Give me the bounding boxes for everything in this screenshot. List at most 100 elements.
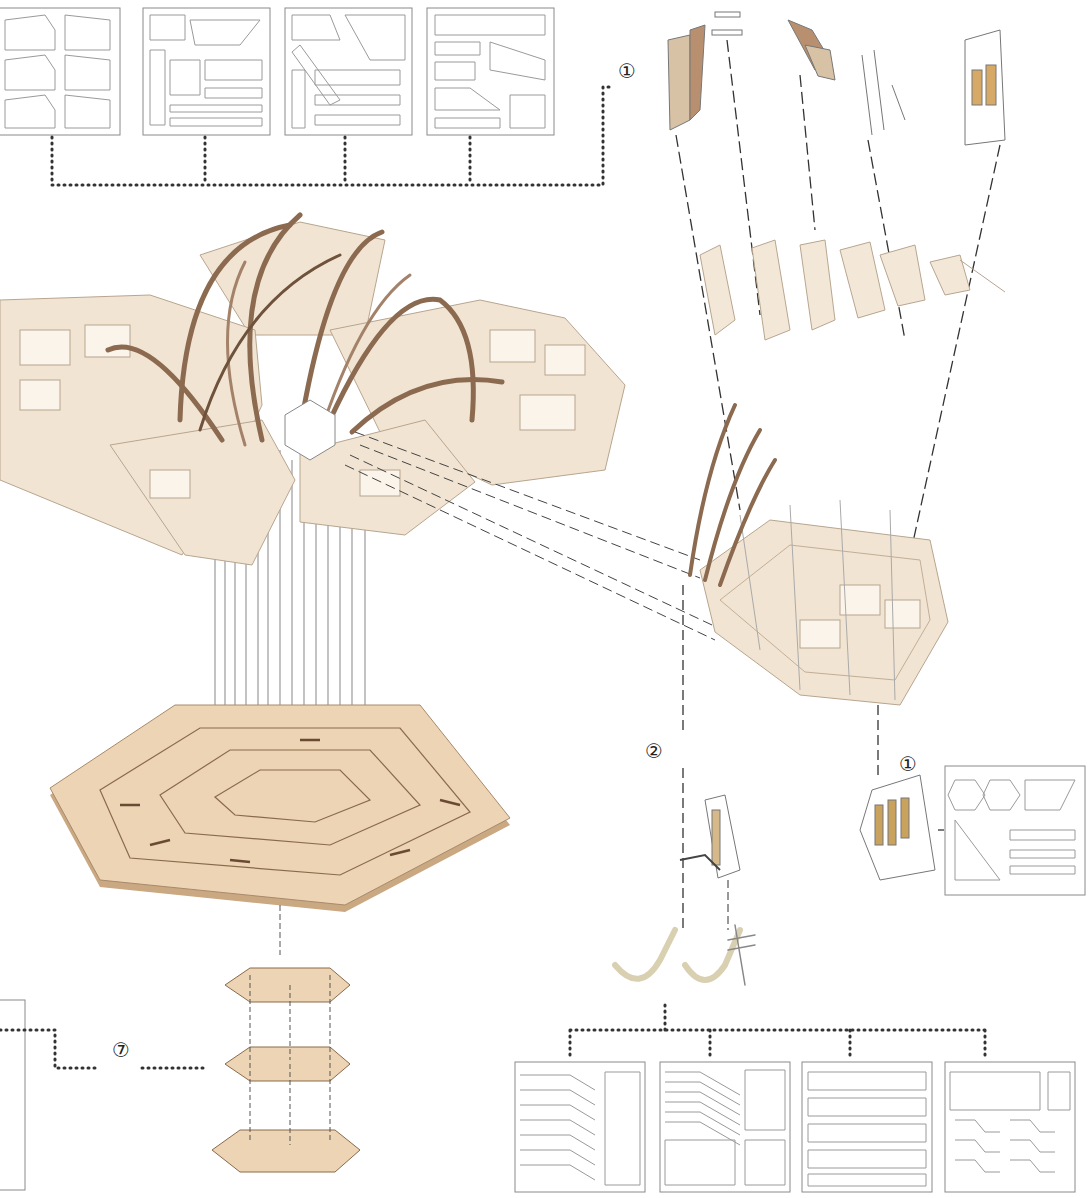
- cut-sheet: [945, 766, 1085, 895]
- component-piece: [860, 775, 935, 880]
- component-pieces: [892, 85, 905, 120]
- fin-row: [930, 255, 970, 295]
- callout-number: ②: [643, 740, 665, 762]
- fin-row: [880, 245, 925, 306]
- component-pieces: [715, 12, 740, 17]
- stacked-hex-plates: [290, 1064, 291, 1145]
- callout-number: ①: [897, 753, 919, 775]
- hex-base-plate: [150, 840, 170, 845]
- leader-line: [938, 829, 945, 830]
- cut-sheets-bottom: [945, 1062, 1075, 1192]
- hex-base-plate: [440, 800, 460, 805]
- dashed-leaders: [350, 455, 712, 625]
- hex-base-plate: [120, 804, 140, 807]
- component-pieces: [668, 35, 690, 130]
- dashed-leaders: [360, 445, 700, 578]
- dashed-leaders: [727, 40, 760, 315]
- stacked-hex-plates: [250, 975, 251, 1055]
- fin-row: [840, 242, 885, 318]
- canopy-ribs: [200, 255, 340, 430]
- roof-module: [740, 515, 760, 650]
- hex-base-plate: [100, 728, 470, 875]
- hex-base-plate: [120, 740, 460, 862]
- dashed-leaders: [800, 75, 815, 230]
- stacked-hex-plates: [212, 1130, 360, 1172]
- canopy-petals: [0, 222, 625, 565]
- canopy-petals: [20, 380, 60, 410]
- stacked-hex-plates: [250, 1055, 251, 1140]
- callout-number: ⑦: [110, 1039, 132, 1061]
- roof-module: [690, 405, 948, 705]
- roof-module: [885, 600, 920, 628]
- component-piece: [712, 810, 720, 865]
- callout-number: ①: [616, 60, 638, 82]
- dashed-leaders: [682, 585, 683, 930]
- cut-sheets-top: [0, 8, 120, 135]
- component-piece: [888, 800, 896, 845]
- component-piece: [680, 855, 720, 870]
- cut-sheets-top: [5, 15, 545, 128]
- canopy-petals: [490, 330, 535, 362]
- leader-line: [877, 705, 878, 775]
- fin-row: [700, 245, 735, 335]
- cut-sheets-top: [5, 15, 110, 128]
- component-piece: [685, 930, 740, 980]
- canopy-ribs: [352, 379, 502, 432]
- leader-line: [728, 880, 729, 930]
- cut-sheets-bottom: [950, 1072, 1070, 1172]
- stacked-hex-plates: [225, 1047, 350, 1081]
- dotted-leader: [570, 1005, 985, 1058]
- component-piece: [680, 795, 740, 878]
- canopy-ribs: [180, 225, 290, 420]
- component-piece: [875, 805, 883, 845]
- dotted-leader: [52, 87, 612, 185]
- hex-base-plate: [230, 860, 250, 862]
- central-hub: [285, 400, 335, 460]
- cut-sheets-bottom: [515, 1062, 645, 1192]
- hex-base-plate: [160, 750, 420, 845]
- fin-row: [700, 240, 1005, 340]
- cut-sheets-top: [292, 15, 405, 128]
- stacked-hex-plates: [212, 968, 360, 1172]
- leader-line: [280, 905, 281, 955]
- component-pieces: [972, 70, 982, 105]
- cut-sheets-bottom: [520, 1070, 1070, 1186]
- canopy-petals: [150, 470, 190, 498]
- canopy-petals: [20, 330, 70, 365]
- dotted-leader: [0, 1030, 205, 1068]
- roof-module: [800, 620, 840, 648]
- hex-base-plate: [50, 705, 510, 905]
- canopy-petals: [545, 345, 585, 375]
- fin-row: [800, 240, 835, 330]
- roof-module: [740, 500, 895, 700]
- cut-sheets-bottom: [665, 1070, 785, 1185]
- stacked-hex-plates: [290, 985, 291, 1060]
- fin-row: [960, 260, 1005, 292]
- cut-sheets-top: [427, 8, 554, 135]
- canopy-ribs: [330, 299, 473, 420]
- dashed-leaders: [345, 465, 715, 640]
- canopy-petals: [360, 470, 400, 496]
- component-pieces: [965, 30, 1005, 145]
- component-pieces: [668, 12, 1005, 145]
- cut-sheets-bottom: [660, 1062, 790, 1192]
- component-piece: [615, 930, 675, 979]
- hex-base-plate: [300, 739, 320, 742]
- canopy-petals: [110, 420, 295, 565]
- component-pieces: [690, 25, 705, 120]
- roof-module: [840, 500, 850, 695]
- cut-sheet: [948, 780, 1075, 880]
- roof-module: [790, 505, 800, 690]
- cut-sheets-top: [150, 15, 262, 126]
- cut-sheets-top: [0, 8, 554, 135]
- roof-module: [700, 520, 948, 705]
- component-piece: [615, 925, 755, 985]
- roof-module: [800, 585, 920, 648]
- stacked-hex-plates: [225, 968, 350, 1002]
- cut-sheets-bottom: [808, 1072, 926, 1186]
- roof-module: [890, 510, 895, 700]
- cut-sheets-bottom: [515, 1062, 1075, 1192]
- canopy-ribs: [250, 215, 300, 440]
- roof-module: [690, 405, 775, 585]
- component-pieces: [986, 65, 996, 105]
